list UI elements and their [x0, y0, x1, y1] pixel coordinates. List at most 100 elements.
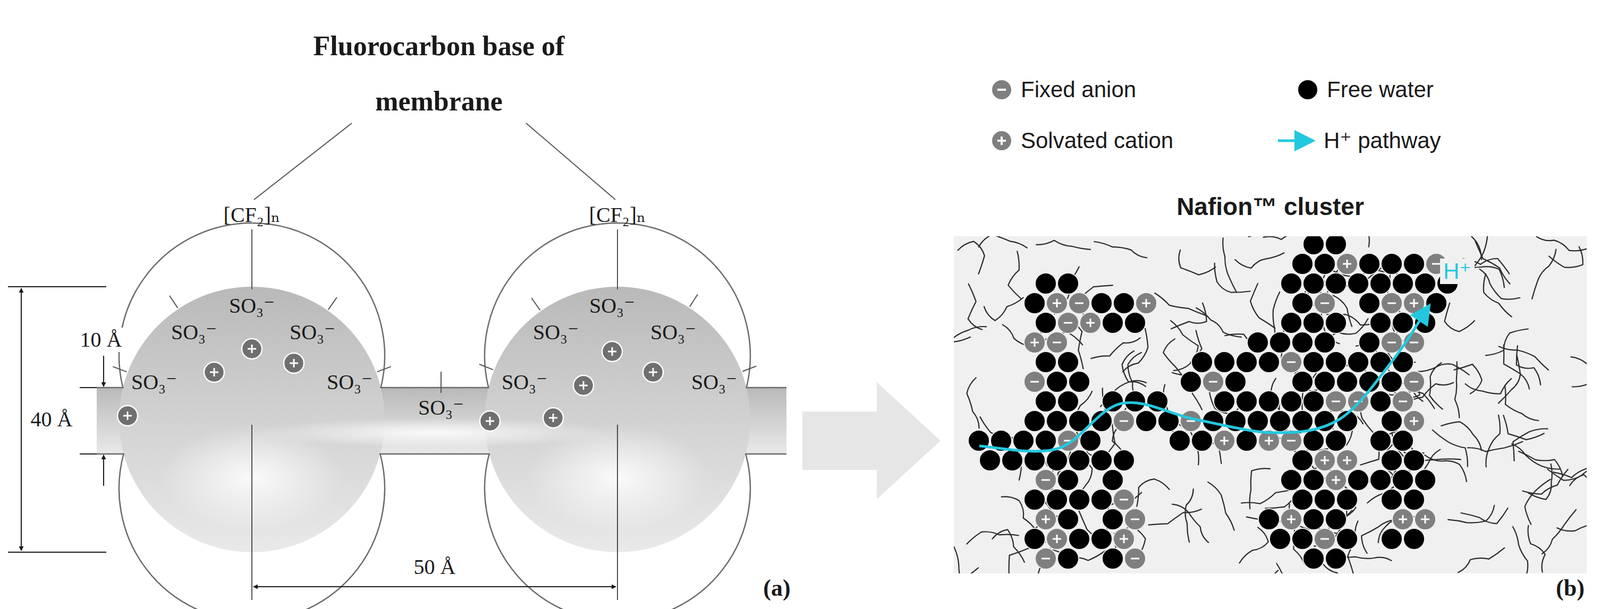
water-molecule [1291, 332, 1314, 354]
panel-letter: (a) [763, 575, 791, 603]
water-molecule [1023, 292, 1046, 315]
polymer-chain [1542, 510, 1577, 555]
water-molecule [1291, 489, 1314, 511]
ion-symbol [1068, 292, 1090, 315]
water-molecule [1258, 509, 1280, 531]
sign-mark [1223, 436, 1226, 446]
polymer-chain [953, 547, 962, 574]
sign-mark [1000, 136, 1003, 146]
water-molecule [1414, 273, 1436, 295]
ion-symbol [1135, 292, 1157, 315]
polymer-chain [1036, 240, 1091, 250]
sulfonate-ticks [112, 294, 757, 372]
water-molecule [1236, 391, 1258, 413]
water-molecule [1369, 351, 1392, 374]
ion-symbol [1046, 332, 1068, 354]
cation-symbol [204, 362, 225, 383]
ion-symbol [1035, 509, 1057, 531]
sign-mark [1145, 299, 1148, 308]
water-molecule [1012, 430, 1035, 452]
water-molecule [1057, 469, 1079, 491]
polymer-chain [1241, 489, 1295, 505]
water-molecule [1068, 528, 1090, 550]
water-molecule [1325, 430, 1347, 452]
sulfonate-label: SO₃⁻ [229, 293, 275, 319]
water-molecule [1247, 410, 1269, 433]
sign-mark [1268, 436, 1271, 446]
ion-symbol [1314, 528, 1336, 550]
sulfonate-label: SO₃⁻ [171, 320, 217, 345]
sign-mark [1041, 479, 1051, 482]
polymer-chain [1154, 293, 1206, 316]
sign-mark [1034, 338, 1036, 347]
water-molecule [1403, 528, 1425, 550]
water-molecule [1035, 430, 1057, 452]
water-molecule [1023, 489, 1046, 511]
sulfonate-label: SO₃⁻ [418, 395, 464, 421]
water-molecule [1291, 292, 1314, 315]
polymer-chain [953, 561, 979, 574]
sign-mark [1346, 456, 1349, 465]
transition-arrow [802, 382, 941, 500]
polymer-chain [1214, 263, 1251, 293]
water-molecule [1001, 450, 1023, 472]
water-molecule [1124, 312, 1146, 334]
water-molecule [1046, 450, 1068, 472]
ion-symbol [1280, 351, 1302, 374]
water-molecule [1269, 332, 1291, 354]
water-molecule [1291, 528, 1314, 550]
ion-symbol [1057, 312, 1079, 334]
polymer-chain [1503, 415, 1545, 440]
ion-symbol [1325, 391, 1347, 413]
water-molecule [1381, 528, 1403, 550]
water-molecule [1269, 410, 1291, 433]
sign-mark [1413, 417, 1416, 426]
sign-mark [1413, 299, 1416, 308]
water-molecule [1023, 410, 1046, 433]
polymer-label: [CF₂]ₙ [223, 202, 281, 228]
water-molecule [1236, 430, 1258, 452]
ion-symbol [1336, 253, 1358, 275]
cation-symbol [602, 341, 623, 362]
water-molecule [1392, 273, 1414, 295]
sign-mark [489, 417, 491, 426]
cation-symbol [642, 362, 664, 383]
water-molecule [968, 430, 990, 452]
polymer-chain [984, 298, 1024, 321]
water-molecule [1023, 450, 1046, 472]
water-molecule [1102, 391, 1124, 413]
polymer-chain [1570, 357, 1587, 387]
water-molecule [1381, 410, 1403, 433]
water-molecule [1381, 450, 1403, 472]
sign-mark [1130, 519, 1140, 521]
bond-tick [112, 366, 127, 372]
polymer-chains [953, 236, 1587, 574]
water-molecule [1314, 253, 1336, 275]
sulfonate-label: SO₃⁻ [589, 293, 636, 319]
water-molecule [1358, 292, 1381, 315]
sign-mark [1387, 302, 1396, 305]
water-molecule [1325, 273, 1347, 295]
polymer-chain [1516, 345, 1542, 386]
proton-path [979, 307, 1429, 452]
sign-mark [1320, 302, 1329, 305]
water-molecule [1046, 410, 1068, 433]
cation-symbols [117, 339, 664, 432]
water-molecule [1369, 312, 1392, 334]
sign-mark [1287, 361, 1296, 364]
polymer-chain [1485, 329, 1529, 357]
heading-label: Fluorocarbon base of membrane [300, 18, 578, 130]
ion-symbol [1124, 548, 1146, 570]
sign-mark [1074, 302, 1084, 305]
polymer-chain [1454, 361, 1460, 418]
sign-mark [552, 413, 555, 423]
water-molecule [1302, 391, 1325, 413]
sign-mark [582, 381, 585, 391]
legend-text: Free water [1326, 77, 1434, 103]
leader-lines [251, 123, 618, 394]
dimension-lines [7, 286, 618, 601]
water-molecule [1403, 489, 1425, 511]
cation-symbol [479, 411, 501, 432]
ion-symbol [1403, 292, 1425, 315]
